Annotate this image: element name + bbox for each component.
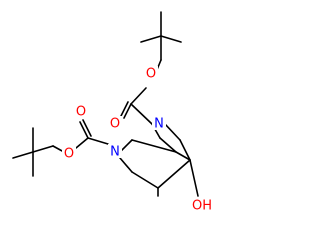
atom-labels: O O N O O N OH <box>62 66 214 214</box>
bond <box>189 159 199 197</box>
bond <box>179 139 191 161</box>
atom-o-left-carbonyl: O <box>76 105 86 120</box>
bond <box>157 159 191 189</box>
atom-o-top-carbonyl: O <box>110 117 120 132</box>
bond <box>130 87 147 105</box>
bond <box>164 123 181 141</box>
bond <box>130 103 153 125</box>
atom-n-left: N <box>110 145 120 160</box>
bond <box>123 103 132 119</box>
bond <box>160 35 182 43</box>
bond <box>120 101 129 117</box>
bond <box>12 151 34 159</box>
bond <box>175 151 191 161</box>
bond <box>87 137 109 145</box>
bond <box>140 35 162 43</box>
bond <box>79 121 89 139</box>
bond <box>82 119 92 137</box>
atom-hydroxyl: OH <box>192 199 212 214</box>
bond <box>131 139 177 153</box>
bond-lines <box>12 11 199 197</box>
bond <box>131 171 159 189</box>
molecule-canvas: O O N O O N OH <box>12 11 214 214</box>
bond <box>75 137 89 149</box>
atom-o-top-ester: O <box>146 67 156 82</box>
bond <box>119 157 133 173</box>
bond <box>32 145 54 153</box>
bond <box>159 137 177 153</box>
atom-n-top: N <box>154 117 164 132</box>
atom-o-left-ester: O <box>64 147 74 162</box>
molecule-structure: O O N O O N OH <box>12 11 214 214</box>
